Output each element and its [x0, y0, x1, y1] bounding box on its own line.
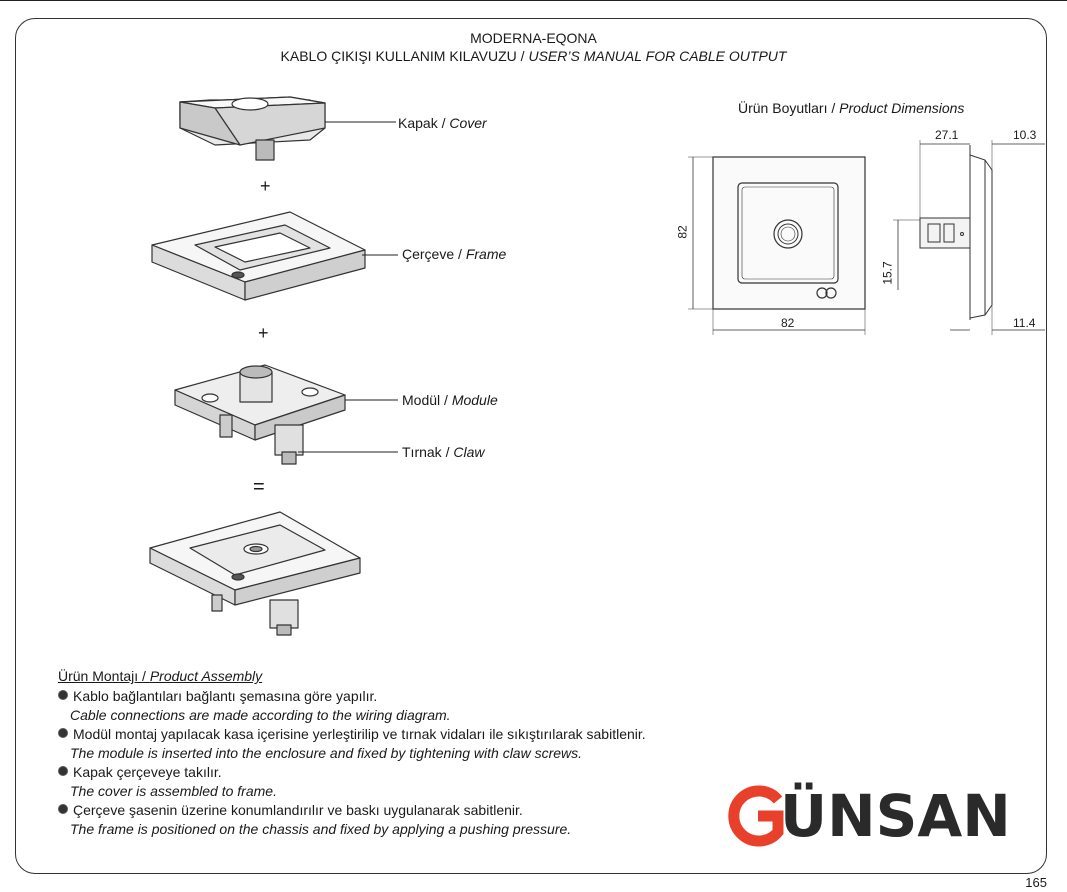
module-label-en: Module: [451, 392, 498, 408]
assembly-heading-en: Product Assembly: [149, 668, 263, 684]
side-view-drawing: [893, 140, 1045, 335]
step-3: Kapak çerçeveye takılır.: [58, 763, 646, 782]
brand-name: ÜNSAN: [780, 782, 1011, 850]
claw-label-en: Claw: [453, 444, 485, 460]
step-2-en: The module is inserted into the enclosur…: [70, 745, 583, 761]
dim-offset: 15.7: [880, 261, 895, 285]
brand-mark-small: [816, 287, 837, 299]
frame-label-en: Frame: [465, 246, 507, 262]
front-view-drawing: [688, 156, 866, 335]
step-3-tr: Kapak çerçeveye takılır.: [73, 764, 222, 780]
dimensions-title-tr: Ürün Boyutları /: [738, 100, 840, 116]
dim-depth-2: 10.3: [1013, 128, 1037, 142]
plus-sign-1: +: [260, 176, 271, 196]
step-4-en: The frame is positioned on the chassis a…: [70, 821, 572, 837]
cover-illustration: [179, 96, 326, 161]
frame-label-tr: Çerçeve /: [402, 246, 466, 262]
page-number: 165: [1025, 875, 1047, 890]
assembly-heading-tr: Ürün Montajı /: [58, 668, 150, 684]
claw-label: Tırnak / Claw: [402, 444, 484, 460]
assembly-instructions: Ürün Montajı / Product Assembly Kablo ba…: [58, 668, 646, 839]
plus-sign-2: +: [258, 323, 269, 343]
dim-height: 82: [675, 225, 690, 239]
subtitle-tr: KABLO ÇIKIŞI KULLANIM KILAVUZU /: [280, 48, 529, 64]
dim-depth-3: 11.4: [1013, 316, 1036, 330]
step-1-en: Cable connections are made according to …: [70, 707, 451, 723]
assembly-heading: Ürün Montajı / Product Assembly: [58, 668, 646, 684]
dim-depth-1: 27.1: [935, 128, 959, 142]
cover-label-en: Cover: [449, 115, 487, 131]
frame-label: Çerçeve / Frame: [402, 246, 506, 262]
step-3-en: The cover is assembled to frame.: [70, 783, 277, 799]
dimensions-title: Ürün Boyutları / Product Dimensions: [738, 100, 964, 116]
dim-width: 82: [781, 316, 795, 330]
frame-illustration: [151, 211, 366, 301]
step-2: Modül montaj yapılacak kasa içerisine ye…: [58, 725, 646, 744]
module-illustration: [174, 364, 346, 465]
step-4-tr: Çerçeve şasenin üzerine konumlandırılır …: [73, 802, 523, 818]
bullet-icon: [58, 804, 68, 814]
module-label-tr: Modül /: [402, 392, 452, 408]
claw-label-tr: Tırnak /: [402, 444, 454, 460]
dimensions-title-en: Product Dimensions: [839, 100, 965, 116]
step-1: Kablo bağlantıları bağlantı şemasına gör…: [58, 687, 646, 706]
cover-label: Kapak / Cover: [398, 115, 487, 131]
document-subtitle: KABLO ÇIKIŞI KULLANIM KILAVUZU / USER’S …: [0, 48, 1067, 64]
module-label: Modül / Module: [402, 392, 498, 408]
document-title: MODERNA-EQONA: [470, 30, 597, 46]
step-2-tr: Modül montaj yapılacak kasa içerisine ye…: [73, 726, 646, 742]
equals-sign: =: [253, 476, 265, 498]
cover-label-tr: Kapak /: [398, 115, 450, 131]
step-4: Çerçeve şasenin üzerine konumlandırılır …: [58, 801, 646, 820]
page-border: [15, 18, 1047, 874]
bullet-icon: [58, 728, 68, 738]
step-1-tr: Kablo bağlantıları bağlantı şemasına gör…: [73, 688, 378, 704]
top-rule: [0, 0, 1067, 1]
bullet-icon: [58, 690, 68, 700]
bullet-icon: [58, 766, 68, 776]
subtitle-en: USER’S MANUAL FOR CABLE OUTPUT: [528, 48, 787, 64]
assembled-illustration: [149, 511, 361, 636]
